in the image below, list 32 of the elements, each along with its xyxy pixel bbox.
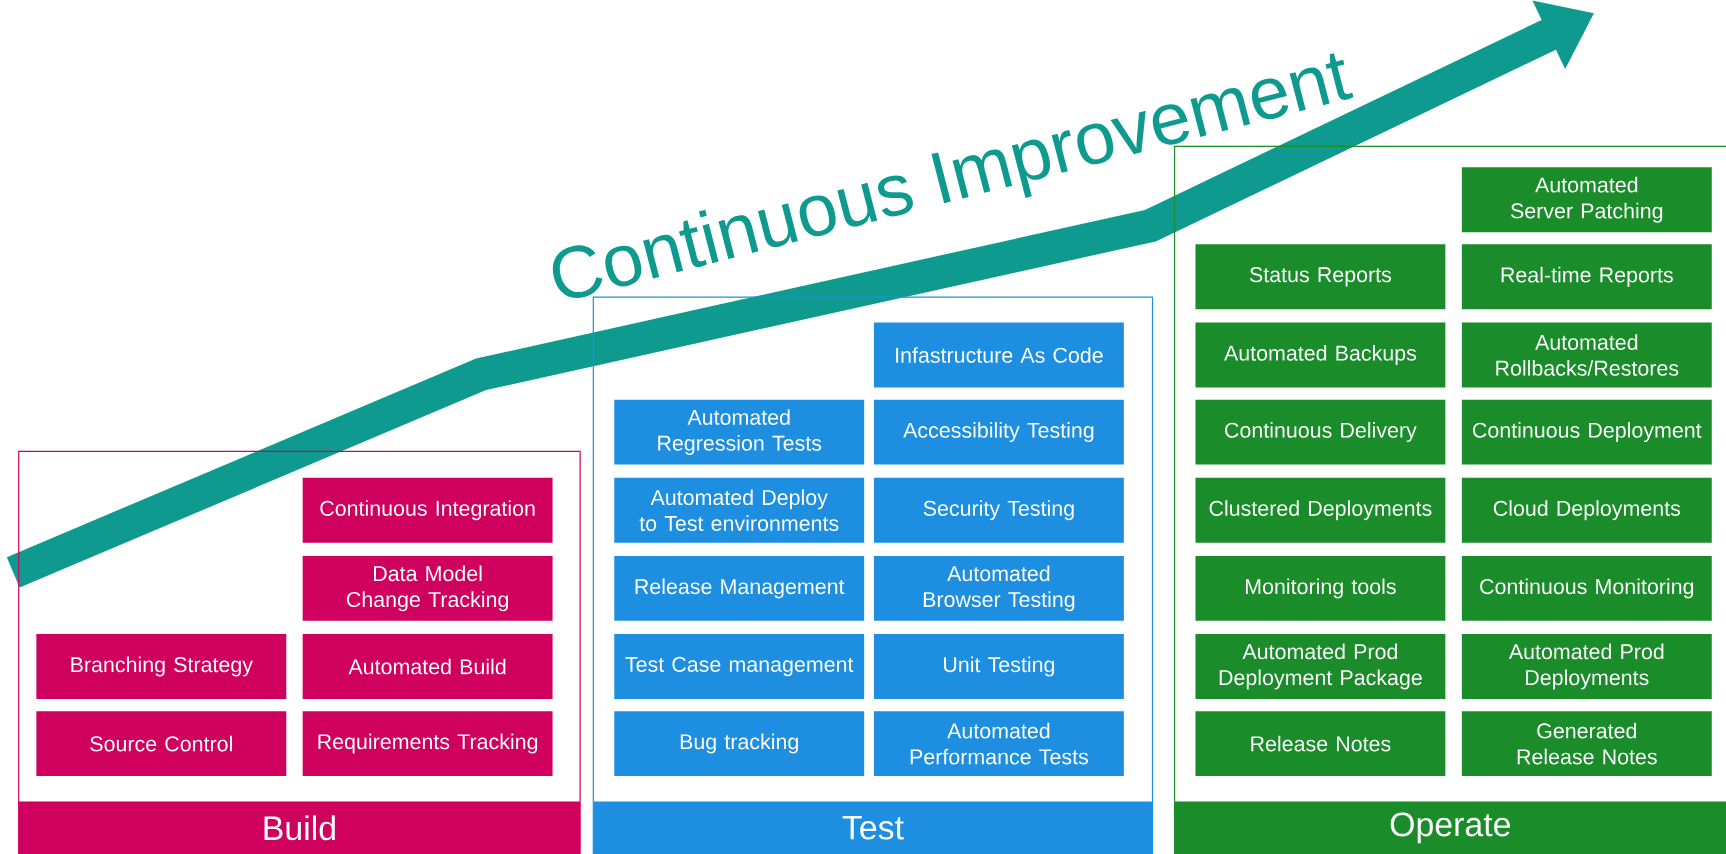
process-box: Release Management bbox=[614, 555, 865, 621]
process-box: Infastructure As Code bbox=[873, 322, 1124, 388]
process-box: Release Notes bbox=[1195, 711, 1446, 777]
process-box: Automated Backups bbox=[1195, 322, 1446, 388]
process-box: Automated Rollbacks/Restores bbox=[1461, 322, 1712, 388]
process-box: Bug tracking bbox=[614, 711, 865, 777]
process-box: Automated Prod Deployment Package bbox=[1195, 634, 1446, 699]
process-box: Automated Performance Tests bbox=[873, 711, 1124, 777]
process-box: Monitoring tools bbox=[1195, 555, 1446, 621]
process-box: Security Testing bbox=[873, 477, 1124, 543]
process-box: Requirements Tracking bbox=[302, 711, 553, 777]
process-box: Branching Strategy bbox=[36, 634, 287, 699]
process-box: Continuous Monitoring bbox=[1461, 555, 1712, 621]
process-box: Automated Deploy to Test environments bbox=[614, 477, 865, 543]
process-box: Test Case management bbox=[614, 634, 865, 699]
process-box: Generated Release Notes bbox=[1461, 711, 1712, 777]
process-box: Automated Prod Deployments bbox=[1461, 634, 1712, 699]
process-box: Unit Testing bbox=[873, 634, 1124, 699]
process-box: Status Reports bbox=[1195, 244, 1446, 310]
process-box: Continuous Integration bbox=[302, 477, 553, 543]
process-box: Continuous Deployment bbox=[1461, 399, 1712, 465]
process-box: Automated Browser Testing bbox=[873, 555, 1124, 621]
process-box: Source Control bbox=[36, 711, 287, 777]
process-box: Cloud Deployments bbox=[1461, 477, 1712, 543]
process-box: Clustered Deployments bbox=[1195, 477, 1446, 543]
process-box: Automated Build bbox=[302, 634, 553, 699]
process-box: Real-time Reports bbox=[1461, 244, 1712, 310]
process-box: Accessibility Testing bbox=[873, 399, 1124, 465]
process-box: Data Model Change Tracking bbox=[302, 555, 553, 621]
process-box: Automated Server Patching bbox=[1461, 167, 1712, 233]
process-box: Automated Regression Tests bbox=[614, 399, 865, 465]
process-box: Continuous Delivery bbox=[1195, 399, 1446, 465]
